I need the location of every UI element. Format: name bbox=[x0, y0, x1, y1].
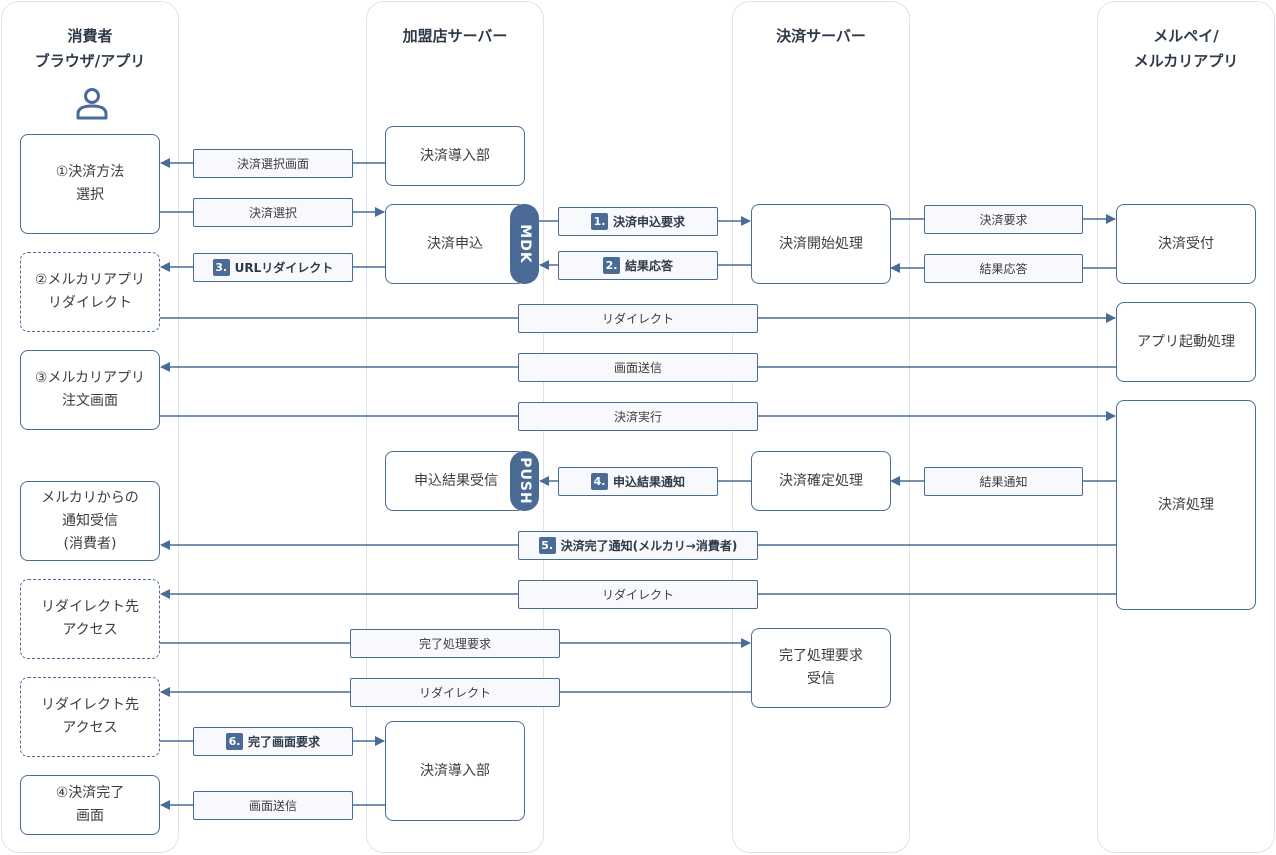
label-text: 完了処理要求 bbox=[418, 637, 491, 651]
mdk-tab-label: MDK bbox=[516, 224, 533, 264]
step-number-badge: 5. bbox=[538, 537, 556, 554]
label-redirect1: リダイレクト bbox=[518, 304, 758, 333]
label-result-resp: 2. 結果応答 bbox=[558, 251, 718, 280]
label-text: 決済申込要求 bbox=[612, 215, 685, 229]
label-url-redirect: 3. URLリダイレクト bbox=[193, 253, 353, 282]
label-pay-exec: 決済実行 bbox=[518, 402, 758, 431]
label-complete-notify: 5. 決済完了通知(メルカリ→消費者) bbox=[518, 531, 758, 560]
box-payment-complete-screen: ④決済完了 画面 bbox=[20, 775, 160, 835]
box-payment-process: 決済処理 bbox=[1116, 400, 1256, 610]
step-number-badge: 1. bbox=[590, 213, 608, 230]
label-apply-request: 1. 決済申込要求 bbox=[558, 207, 718, 236]
push-tab: PUSH bbox=[510, 451, 539, 511]
lane-consumer-title-line2: ブラウザ/アプリ bbox=[34, 52, 146, 70]
label-result-resp2: 結果応答 bbox=[924, 254, 1083, 283]
label-screen-select: 決済選択画面 bbox=[193, 149, 353, 178]
label-text: 決済要求 bbox=[979, 213, 1028, 227]
step-number-badge: 4. bbox=[590, 473, 608, 490]
lane-payment-title: 決済サーバー bbox=[733, 24, 909, 49]
box-text: ①決済方法 選択 bbox=[55, 164, 125, 203]
box-text: リダイレクト先 アクセス bbox=[41, 697, 139, 736]
label-text: 決済実行 bbox=[613, 410, 662, 424]
lane-merpay-title-line2: メルカリアプリ bbox=[1133, 52, 1239, 70]
label-text: 結果応答 bbox=[979, 262, 1028, 276]
box-text: ②メルカリアプリ リダイレクト bbox=[34, 272, 146, 311]
box-payment-method-select: ①決済方法 選択 bbox=[20, 134, 160, 234]
box-text: 決済申込 bbox=[427, 235, 483, 252]
label-text: リダイレクト bbox=[418, 686, 491, 700]
box-text: メルカリからの 通知受信 (消費者) bbox=[41, 489, 139, 552]
lane-consumer-title-line1: 消費者 bbox=[67, 27, 113, 45]
label-text: リダイレクト bbox=[601, 312, 674, 326]
lane-merchant-title: 加盟店サーバー bbox=[367, 24, 543, 49]
box-merchant-result-receive: 申込結果受信 bbox=[385, 451, 525, 511]
label-complete-req: 完了処理要求 bbox=[350, 629, 560, 658]
box-text: ③メルカリアプリ 注文画面 bbox=[34, 370, 146, 409]
label-text: 画面送信 bbox=[613, 361, 662, 375]
lane-merpay-title-line1: メルペイ/ bbox=[1153, 27, 1219, 45]
label-result-notify: 結果通知 bbox=[924, 467, 1083, 496]
label-select: 決済選択 bbox=[193, 198, 353, 227]
box-mercari-app-redirect: ②メルカリアプリ リダイレクト bbox=[20, 252, 160, 332]
box-payment-confirm: 決済確定処理 bbox=[751, 451, 891, 511]
label-text: 決済選択 bbox=[248, 206, 297, 220]
label-screen-send2: 画面送信 bbox=[193, 791, 353, 820]
step-number-badge: 3. bbox=[212, 259, 230, 276]
label-text: 画面送信 bbox=[248, 799, 297, 813]
box-merchant-apply: 決済申込 bbox=[385, 204, 525, 284]
box-complete-request-receive: 完了処理要求 受信 bbox=[751, 628, 891, 708]
box-text: ④決済完了 画面 bbox=[55, 785, 125, 824]
lane-merchant-title-line1: 加盟店サーバー bbox=[402, 27, 508, 45]
lane-merpay-title: メルペイ/ メルカリアプリ bbox=[1098, 24, 1274, 74]
label-text: 完了画面要求 bbox=[247, 735, 320, 749]
box-text: 決済処理 bbox=[1158, 496, 1214, 513]
box-text: 完了処理要求 受信 bbox=[779, 648, 863, 687]
box-text: 決済受付 bbox=[1158, 235, 1214, 252]
box-mercari-order-screen: ③メルカリアプリ 注文画面 bbox=[20, 350, 160, 430]
label-text: 決済完了通知(メルカリ→消費者) bbox=[560, 539, 738, 553]
mdk-tab: MDK bbox=[510, 204, 539, 284]
box-text: 決済確定処理 bbox=[779, 472, 863, 489]
label-pay-request: 決済要求 bbox=[924, 205, 1083, 234]
label-text: 結果通知 bbox=[979, 475, 1028, 489]
label-text: リダイレクト bbox=[601, 588, 674, 602]
push-tab-label: PUSH bbox=[516, 457, 533, 505]
lane-payment-title-line1: 決済サーバー bbox=[776, 27, 866, 45]
box-merchant-intro-2: 決済導入部 bbox=[385, 721, 525, 821]
user-icon bbox=[76, 88, 108, 120]
box-text: アプリ起動処理 bbox=[1137, 333, 1235, 350]
box-payment-accept: 決済受付 bbox=[1116, 204, 1256, 284]
box-merchant-intro-1: 決済導入部 bbox=[385, 126, 525, 186]
label-screen-send: 画面送信 bbox=[518, 353, 758, 382]
label-result-notify-push: 4. 申込結果通知 bbox=[558, 467, 718, 496]
box-redirect-access-2: リダイレクト先 アクセス bbox=[20, 677, 160, 757]
label-done-req: 6. 完了画面要求 bbox=[193, 727, 353, 756]
box-text: 決済導入部 bbox=[420, 147, 490, 164]
box-text: 決済導入部 bbox=[420, 762, 490, 779]
label-redirect2: リダイレクト bbox=[518, 580, 758, 609]
label-text: 決済選択画面 bbox=[236, 157, 309, 171]
label-redirect3: リダイレクト bbox=[350, 678, 560, 707]
lane-consumer: 消費者 ブラウザ/アプリ bbox=[1, 1, 179, 853]
box-text: 申込結果受信 bbox=[414, 472, 498, 489]
box-notification-receive: メルカリからの 通知受信 (消費者) bbox=[20, 481, 160, 561]
box-text: 決済開始処理 bbox=[779, 235, 863, 252]
lane-merpay: メルペイ/ メルカリアプリ bbox=[1097, 1, 1275, 853]
lane-consumer-title: 消費者 ブラウザ/アプリ bbox=[2, 24, 178, 74]
step-number-badge: 2. bbox=[602, 257, 620, 274]
step-number-badge: 6. bbox=[225, 733, 243, 750]
label-text: 申込結果通知 bbox=[612, 475, 685, 489]
label-text: 結果応答 bbox=[624, 259, 673, 273]
box-text: リダイレクト先 アクセス bbox=[41, 599, 139, 638]
box-redirect-access-1: リダイレクト先 アクセス bbox=[20, 579, 160, 659]
box-app-launch: アプリ起動処理 bbox=[1116, 302, 1256, 382]
label-text: URLリダイレクト bbox=[234, 261, 334, 275]
box-payment-start: 決済開始処理 bbox=[751, 204, 891, 284]
